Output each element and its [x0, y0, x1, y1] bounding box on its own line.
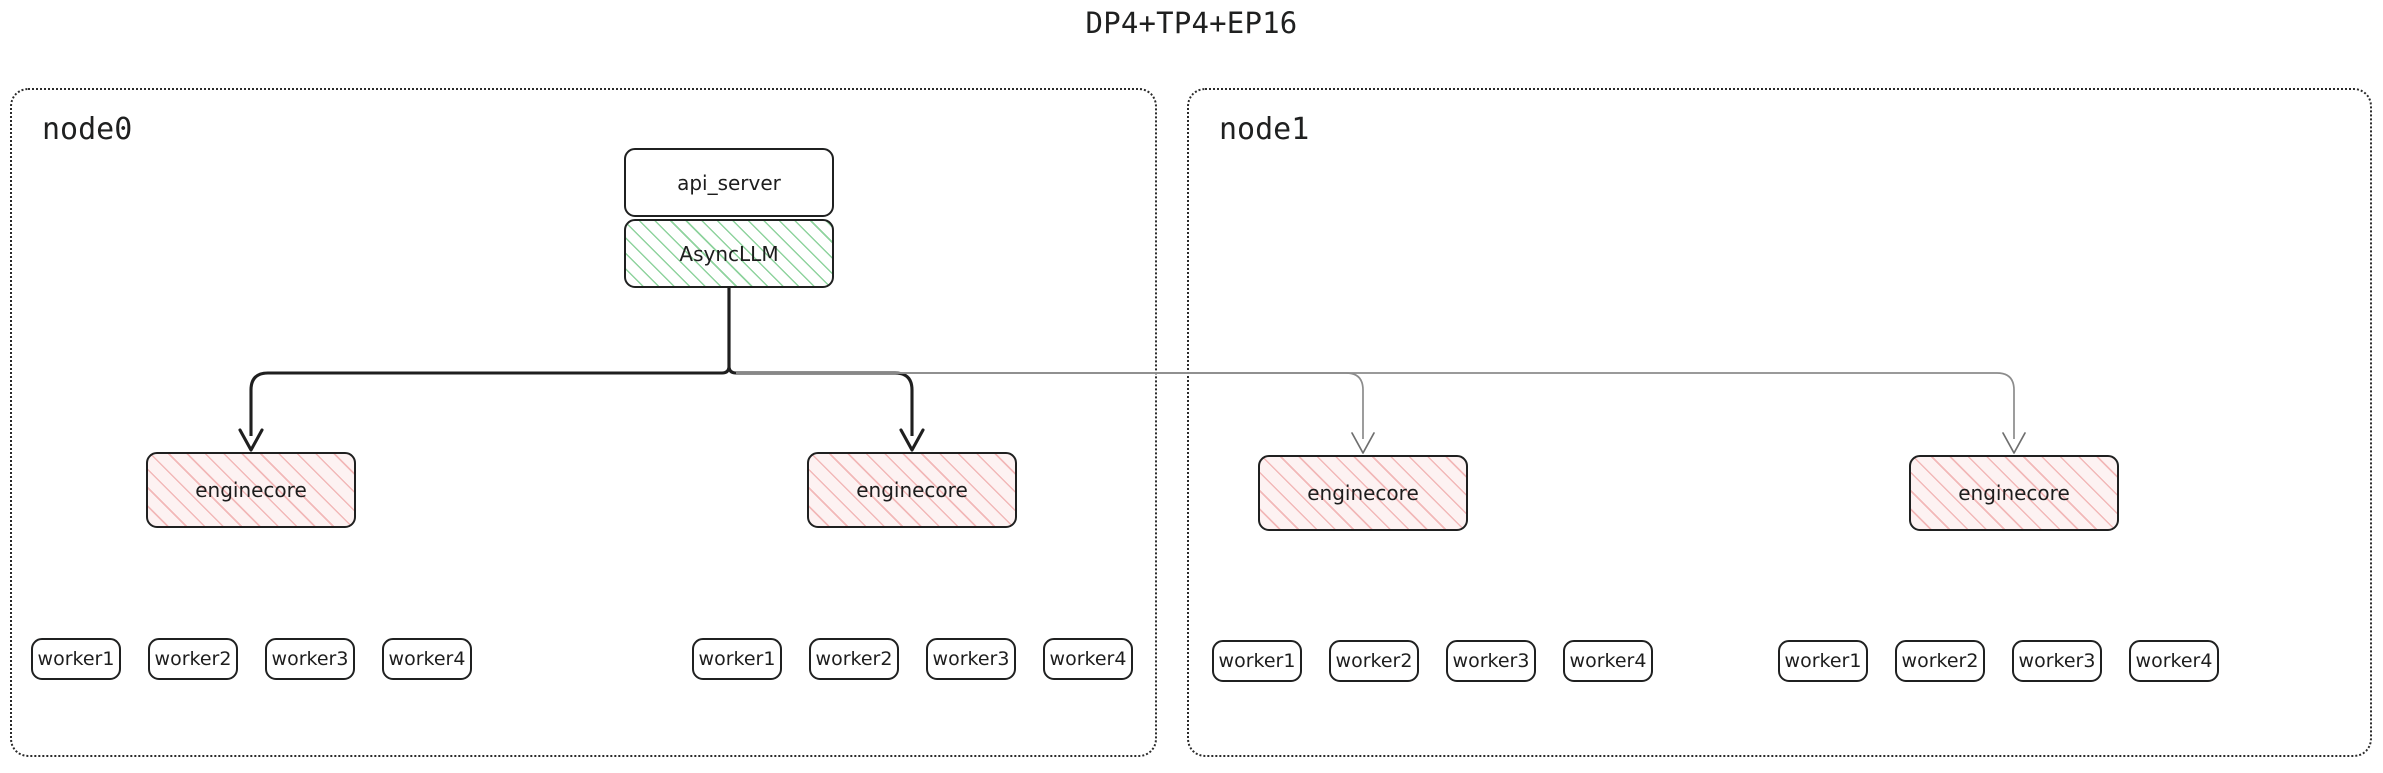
node-worker-label: worker2 — [1335, 650, 1413, 672]
node-enginecore-n1-0-label: enginecore — [1307, 481, 1419, 505]
node-worker-label: worker3 — [1452, 650, 1530, 672]
node-worker-label: worker1 — [37, 648, 115, 670]
node-worker[interactable]: worker3 — [265, 638, 355, 680]
node-worker[interactable]: worker3 — [926, 638, 1016, 680]
node-worker-label: worker3 — [271, 648, 349, 670]
node-api-server[interactable]: api_server — [624, 148, 834, 217]
node-enginecore-n0-1[interactable]: enginecore — [807, 452, 1017, 528]
node-worker-label: worker2 — [154, 648, 232, 670]
page-title: DP4+TP4+EP16 — [1085, 6, 1298, 40]
node-worker[interactable]: worker1 — [31, 638, 121, 680]
node-worker-label: worker4 — [1049, 648, 1127, 670]
node-worker[interactable]: worker4 — [2129, 640, 2219, 682]
node-enginecore-n0-0-label: enginecore — [195, 478, 307, 502]
node-worker-label: worker3 — [2018, 650, 2096, 672]
node-worker-label: worker2 — [815, 648, 893, 670]
subgraph-node1-label: node1 — [1219, 112, 1310, 147]
node-enginecore-n1-1[interactable]: enginecore — [1909, 455, 2119, 531]
node-worker[interactable]: worker4 — [1043, 638, 1133, 680]
node-worker-label: worker1 — [698, 648, 776, 670]
node-enginecore-n0-0[interactable]: enginecore — [146, 452, 356, 528]
node-worker[interactable]: worker4 — [382, 638, 472, 680]
node-worker[interactable]: worker3 — [2012, 640, 2102, 682]
node-worker[interactable]: worker1 — [1778, 640, 1868, 682]
node-worker-label: worker3 — [932, 648, 1010, 670]
node-worker-label: worker1 — [1218, 650, 1296, 672]
node-enginecore-n0-1-label: enginecore — [856, 478, 968, 502]
node-worker-label: worker2 — [1901, 650, 1979, 672]
node-worker-label: worker4 — [1569, 650, 1647, 672]
node-asyncllm-label: AsyncLLM — [679, 241, 779, 266]
node-worker-label: worker1 — [1784, 650, 1862, 672]
node-worker[interactable]: worker4 — [1563, 640, 1653, 682]
node-worker[interactable]: worker1 — [692, 638, 782, 680]
node-worker[interactable]: worker2 — [1895, 640, 1985, 682]
node-asyncllm[interactable]: AsyncLLM — [624, 219, 834, 288]
node-worker[interactable]: worker3 — [1446, 640, 1536, 682]
node-worker[interactable]: worker2 — [1329, 640, 1419, 682]
node-worker[interactable]: worker2 — [809, 638, 899, 680]
node-enginecore-n1-1-label: enginecore — [1958, 481, 2070, 505]
node-enginecore-n1-0[interactable]: enginecore — [1258, 455, 1468, 531]
node-worker-label: worker4 — [388, 648, 466, 670]
node-worker[interactable]: worker2 — [148, 638, 238, 680]
node-worker[interactable]: worker1 — [1212, 640, 1302, 682]
node-worker-label: worker4 — [2135, 650, 2213, 672]
node-api-server-label: api_server — [677, 170, 781, 195]
subgraph-node0-label: node0 — [42, 112, 133, 147]
